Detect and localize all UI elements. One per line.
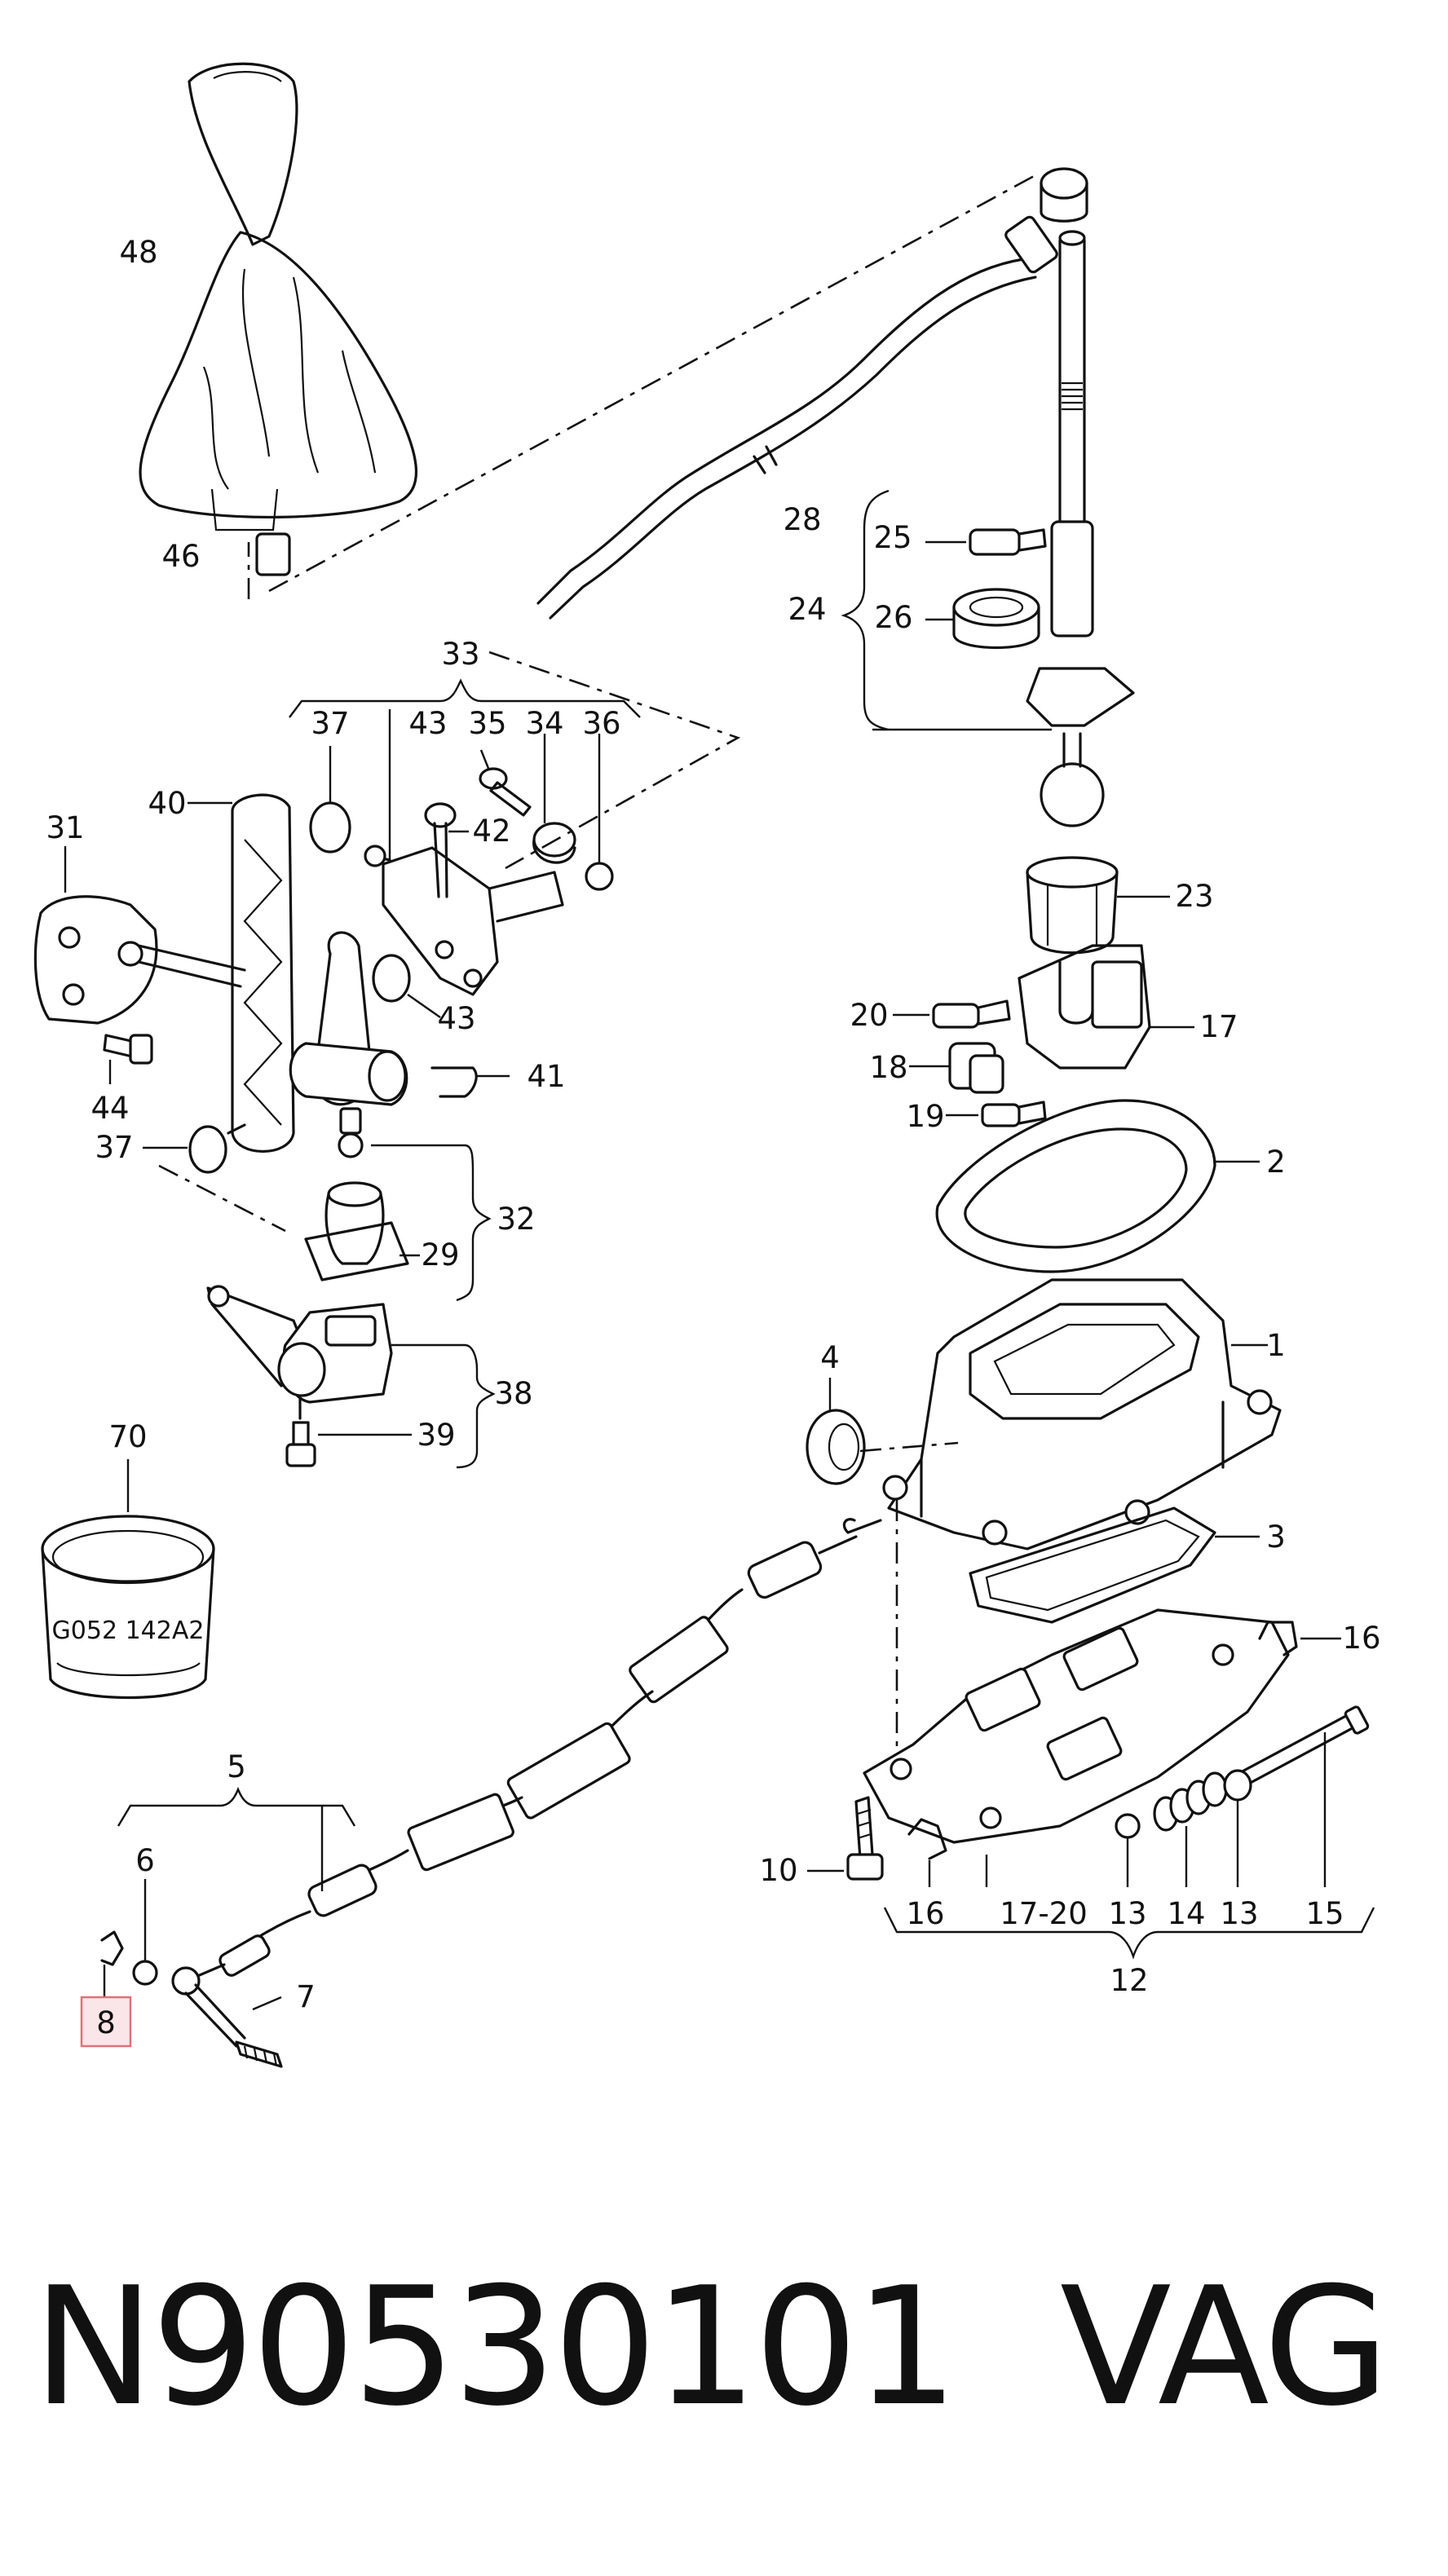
gear-knob-boot (139, 62, 418, 576)
clamp-34 (532, 734, 576, 864)
lever-housing-17 (1018, 944, 1194, 1070)
gasket-2 (935, 1099, 1260, 1273)
screw-20 (893, 999, 1011, 1029)
callout-43-lower: 43 (437, 1001, 475, 1036)
callout-4: 4 (820, 1340, 840, 1375)
callout-29: 29 (421, 1237, 459, 1273)
callout-16-upper: 16 (1342, 1621, 1380, 1656)
spring-13-14-13 (1115, 1769, 1252, 1887)
callout-70: 70 (108, 1419, 147, 1454)
bracket-31 (33, 846, 246, 1025)
callout-43-upper: 43 (408, 706, 447, 741)
grommet-4 (806, 1378, 959, 1485)
shift-cable (171, 1518, 882, 2068)
lever-41 (289, 931, 510, 1158)
callout-8: 8 (96, 2005, 116, 2040)
clip-16-lower (907, 1818, 947, 1887)
screw-19 (946, 1101, 1047, 1127)
callout-1: 1 (1266, 1328, 1286, 1363)
callout-15: 15 (1305, 1896, 1344, 1931)
ring-70 (41, 1459, 215, 1699)
callout-16-lower: 16 (906, 1896, 944, 1931)
callout-6: 6 (135, 1843, 155, 1878)
callout-46: 46 (161, 539, 200, 574)
guide-bushing-23 (1026, 856, 1170, 955)
bushing-ring-26 (925, 588, 1040, 650)
callout-42: 42 (472, 814, 510, 849)
dashed-guide-33 (488, 651, 741, 870)
callout-20: 20 (850, 998, 888, 1033)
gear-lever-shaft (1026, 230, 1135, 827)
selector-rod (536, 167, 1088, 620)
callout-28: 28 (783, 502, 821, 537)
washer-6 (132, 1879, 158, 1986)
callout-38: 38 (494, 1376, 532, 1411)
callout-19: 19 (906, 1099, 944, 1134)
ring-marking-text: G052 142A2 (52, 1617, 205, 1645)
bolt-35 (479, 749, 532, 817)
gasket-3 (969, 1506, 1260, 1624)
caption: N90530101 VAG (0, 2201, 1448, 2511)
callout-34: 34 (525, 706, 563, 741)
lever-40 (188, 793, 295, 1153)
bushing-43-lower (372, 954, 441, 1018)
callout-3: 3 (1266, 1520, 1286, 1555)
screw-10 (807, 1796, 884, 1881)
highlight-box-8 (80, 1996, 132, 2048)
shift-housing-1 (882, 1278, 1282, 1550)
pin-15 (1238, 1705, 1370, 1887)
callout-44: 44 (90, 1091, 129, 1126)
base-plate-12 (863, 1608, 1290, 1844)
bolt-44 (103, 1034, 153, 1084)
bolt-39 (285, 1421, 412, 1467)
bracket-33 (364, 709, 564, 996)
rubber-mount-29 (304, 1181, 420, 1281)
callout-18: 18 (869, 1050, 907, 1085)
callout-48: 48 (119, 235, 157, 270)
callout-labels: 48 46 28 25 24 26 33 37 43 35 34 36 40 4… (46, 235, 1380, 2040)
nut-36 (585, 734, 614, 891)
dashed-guide-upper (268, 174, 1036, 593)
callout-23: 23 (1175, 879, 1213, 914)
callout-41: 41 (527, 1059, 565, 1094)
part-number-text: N90530101 (33, 2252, 959, 2442)
screw-25 (925, 528, 1047, 556)
callout-10: 10 (759, 1853, 797, 1888)
callout-12: 12 (1110, 1963, 1148, 1998)
callout-36: 36 (582, 706, 620, 741)
pin-42 (424, 802, 469, 898)
callout-13-right: 13 (1220, 1896, 1258, 1931)
callout-13-left: 13 (1108, 1896, 1146, 1931)
callout-39: 39 (417, 1418, 455, 1453)
callout-25: 25 (873, 520, 912, 555)
callout-7: 7 (296, 1979, 316, 2014)
bracket-32-callout (371, 1144, 492, 1302)
callout-5: 5 (227, 1749, 246, 1784)
bracket-33-callout (289, 678, 641, 718)
bushing-37-lower (143, 1123, 246, 1174)
callout-40: 40 (148, 786, 186, 821)
lever-38 (206, 1285, 496, 1469)
dashed-guide-middle (158, 1164, 286, 1233)
callout-32: 32 (497, 1202, 535, 1237)
callout-26: 26 (874, 600, 912, 635)
exploded-parts-diagram: 48 46 28 25 24 26 33 37 43 35 34 36 40 4… (33, 62, 1381, 2068)
callout-33: 33 (441, 637, 479, 672)
callout-17-20: 17-20 (1000, 1896, 1088, 1931)
clip-16-upper (1258, 1621, 1341, 1656)
callout-35: 35 (468, 706, 506, 741)
callout-37-lower: 37 (95, 1130, 133, 1165)
callout-37-upper: 37 (311, 706, 349, 741)
brand-text: VAG (1060, 2252, 1389, 2442)
callout-24: 24 (788, 592, 826, 627)
callout-14: 14 (1167, 1896, 1205, 1931)
damper-18 (909, 1042, 1004, 1094)
bushing-37-upper (309, 746, 351, 854)
clip-8 (100, 1930, 124, 1997)
callout-31: 31 (46, 810, 84, 845)
callout-2: 2 (1266, 1145, 1286, 1180)
callout-17: 17 (1199, 1009, 1238, 1044)
bracket-5-callout (117, 1786, 356, 1827)
